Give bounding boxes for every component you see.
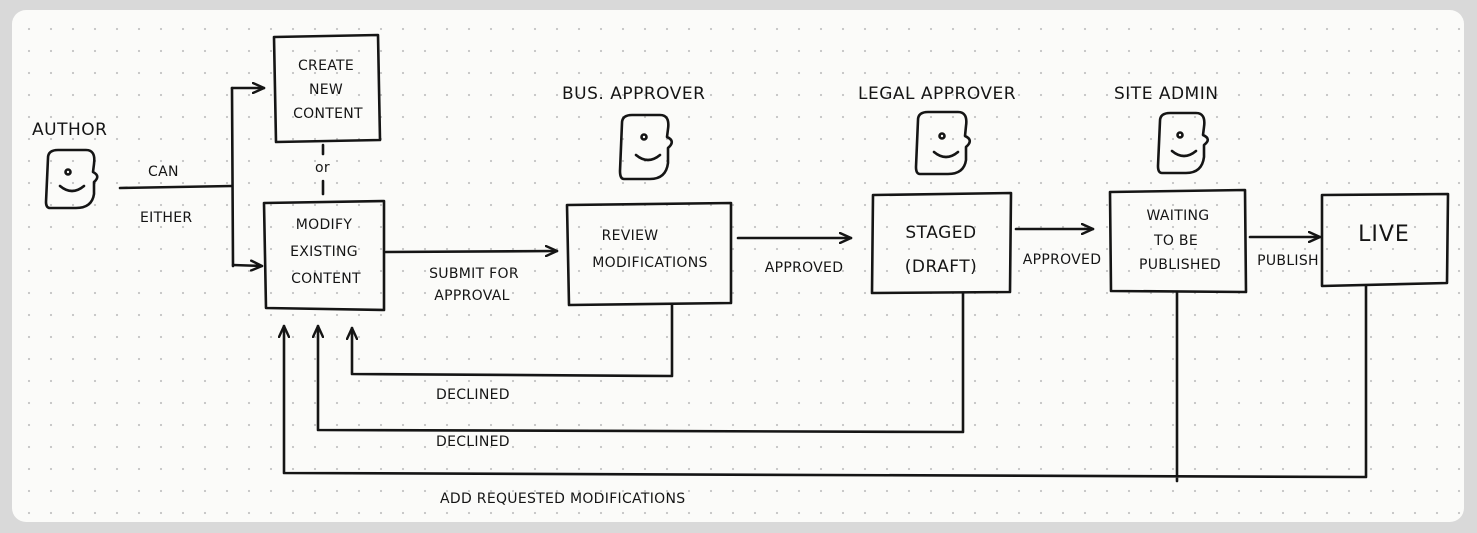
waiting-box [1108, 188, 1248, 294]
submit-label-line-1: SUBMIT FOR [429, 266, 519, 282]
review-box [565, 201, 733, 307]
create-box-line-1: CREATE [298, 58, 354, 74]
create-content-box [272, 33, 382, 144]
modify-box-line-3: CONTENT [291, 271, 361, 287]
author-face-icon [44, 148, 99, 210]
arrow-to-modify [231, 265, 264, 266]
arrow-submit [384, 251, 559, 252]
submit-label-line-2: APPROVAL [434, 288, 509, 304]
publish-label: PUBLISH [1257, 253, 1319, 269]
modify-box-line-1: MODIFY [296, 217, 353, 233]
or-label: or [315, 160, 330, 176]
either-label: EITHER [140, 210, 192, 226]
staged-box [870, 191, 1013, 295]
author-connector-line [118, 184, 234, 190]
modify-box-line-2: EXISTING [290, 244, 358, 260]
decline-loop-1 [352, 303, 674, 378]
add-requested-label: ADD REQUESTED MODIFICATIONS [440, 491, 685, 507]
branch-vertical-line [230, 86, 235, 268]
review-box-line-1: REVIEW [602, 228, 659, 244]
add-requested-loop [284, 284, 1368, 483]
waiting-box-line-3: PUBLISHED [1139, 257, 1221, 273]
business-approver-face-icon [618, 113, 674, 181]
notebook-page [12, 10, 1464, 522]
legal-approver-face-icon [914, 110, 972, 176]
actor-business-approver-label: BUS. APPROVER [562, 84, 705, 104]
can-label: CAN [148, 164, 179, 180]
approved-label-2: APPROVED [1023, 252, 1102, 268]
review-box-line-2: MODIFICATIONS [592, 255, 707, 271]
modify-content-box [262, 199, 386, 312]
site-admin-face-icon [1156, 111, 1210, 175]
waiting-box-line-1: WAITING [1147, 208, 1210, 224]
declined-label-2: DECLINED [436, 434, 510, 450]
actor-legal-approver-label: LEGAL APPROVER [858, 84, 1016, 104]
live-box [1320, 192, 1450, 288]
declined-label-1: DECLINED [436, 387, 510, 403]
decline-loop-2 [318, 291, 965, 434]
actor-site-admin-label: SITE ADMIN [1114, 84, 1218, 104]
staged-box-line-1: STAGED [905, 223, 976, 243]
create-box-line-2: NEW [309, 82, 343, 98]
approved-label-1: APPROVED [765, 260, 844, 276]
waiting-box-line-2: TO BE [1153, 233, 1198, 249]
actor-author-label: AUTHOR [32, 120, 107, 140]
staged-box-line-2: (DRAFT) [905, 257, 977, 277]
create-box-line-3: CONTENT [293, 106, 363, 122]
live-box-label: LIVE [1358, 222, 1410, 247]
